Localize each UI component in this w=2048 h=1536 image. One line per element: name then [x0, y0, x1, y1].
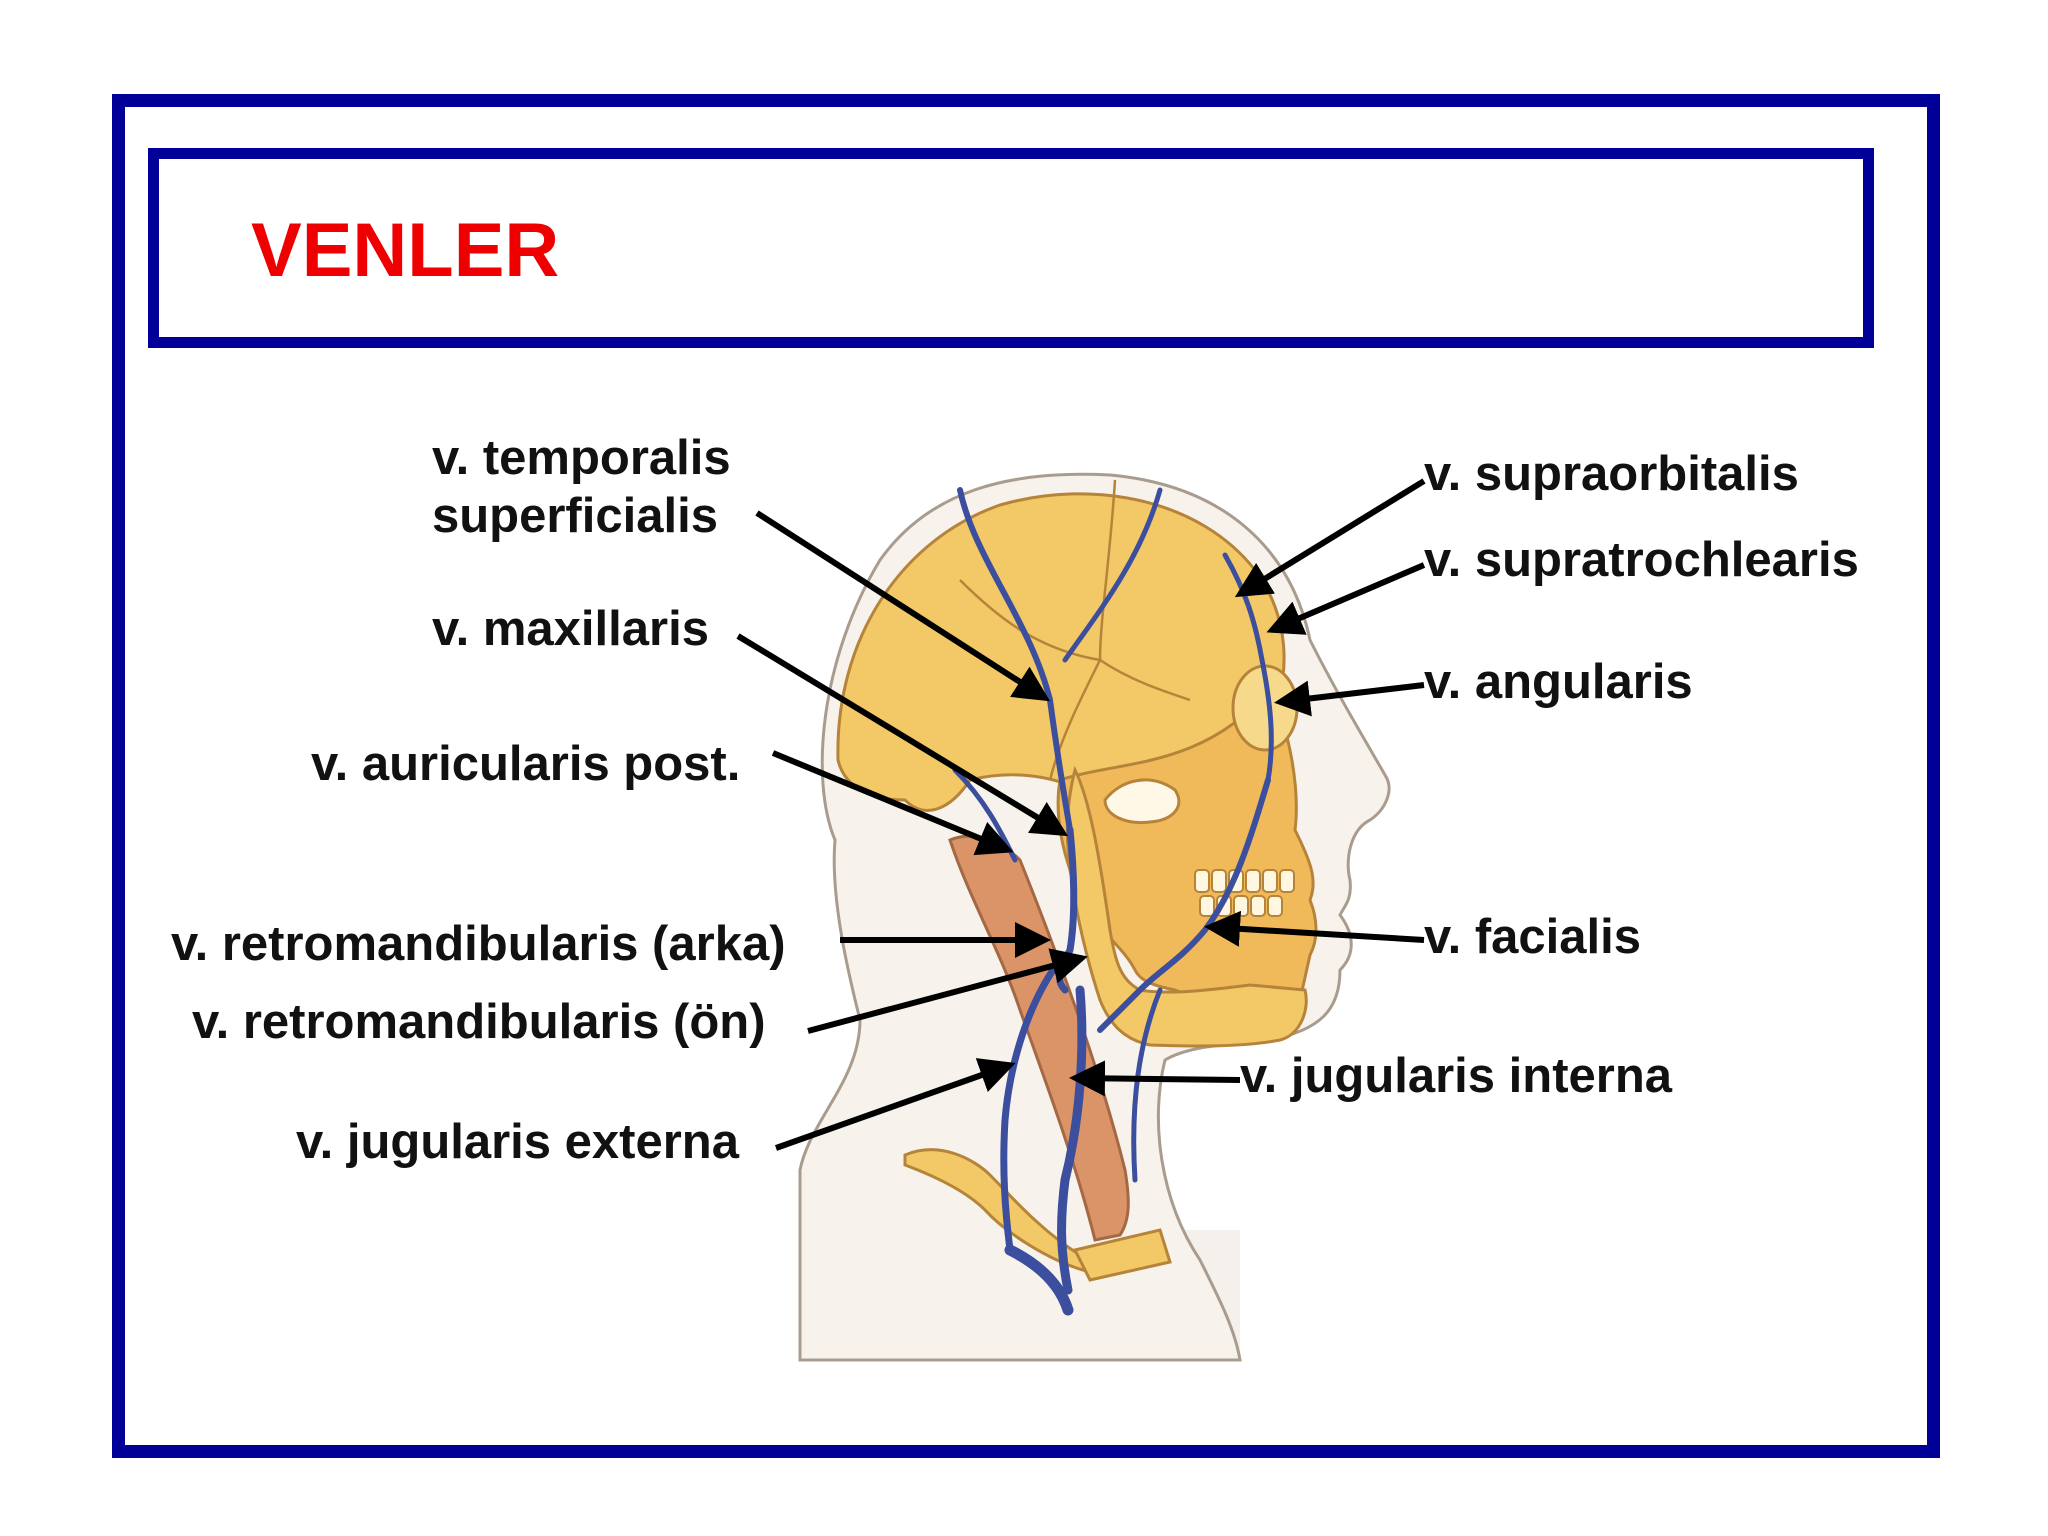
- arrow-jug-interna: [1069, 1060, 1241, 1097]
- vein-angularis: [1259, 657, 1274, 783]
- slide-title: VENLER: [251, 208, 560, 293]
- vein-jugularis-interna: [1057, 985, 1087, 1295]
- arrow-temporalis: [755, 510, 1051, 702]
- arrow-auricularis: [771, 750, 1014, 856]
- slide-frame: [112, 94, 1940, 1458]
- label-temporalis-line1: v. temporalis: [432, 431, 731, 485]
- label-supratrochlearis: v. supratrochlearis: [1424, 533, 1859, 587]
- label-facialis: v. facialis: [1424, 910, 1641, 964]
- label-angularis: v. angularis: [1424, 655, 1693, 709]
- vein-supraorbitalis: [1222, 552, 1265, 663]
- first-rib: [1072, 1228, 1172, 1282]
- teeth: [1194, 869, 1295, 917]
- label-jugularis-interna: v. jugularis interna: [1240, 1049, 1673, 1103]
- vein-facialis: [1097, 777, 1271, 1033]
- arrow-retromand-on: [807, 948, 1088, 1034]
- label-jugularis-externa: v. jugularis externa: [296, 1115, 740, 1169]
- skull-mandible: [1065, 765, 1308, 1048]
- head-neck-illustration: [798, 472, 1391, 1362]
- label-maxillaris: v. maxillaris: [432, 602, 709, 656]
- vein-anterior-neck: [1131, 987, 1163, 1183]
- arrow-facialis: [1204, 910, 1425, 947]
- label-temporalis-line2: superficialis: [432, 489, 718, 543]
- label-retromandibularis-arka: v. retromandibularis (arka): [171, 917, 786, 971]
- label-auricularis-post: v. auricularis post.: [311, 737, 740, 791]
- arrow-angularis: [1274, 680, 1425, 717]
- zygomatic-arch-opening: [1103, 778, 1181, 825]
- arrow-supratrochlearis: [1266, 562, 1426, 635]
- title-box: VENLER: [148, 148, 1874, 348]
- vein-temporalis-branch: [1062, 487, 1163, 663]
- vein-jugularis-externa: [1000, 956, 1064, 1254]
- label-retromandibularis-on: v. retromandibularis (ön): [192, 995, 766, 1049]
- label-supraorbitalis: v. supraorbitalis: [1424, 447, 1799, 501]
- leader-arrows: [736, 478, 1426, 1151]
- arrow-jug-externa: [774, 1058, 1016, 1151]
- vein-subclavian: [1004, 1244, 1074, 1316]
- arrow-supraorbitalis: [1234, 478, 1426, 598]
- vein-labels: v. temporalis superficialis v. maxillari…: [171, 431, 1859, 1169]
- arrow-maxillaris: [736, 633, 1069, 837]
